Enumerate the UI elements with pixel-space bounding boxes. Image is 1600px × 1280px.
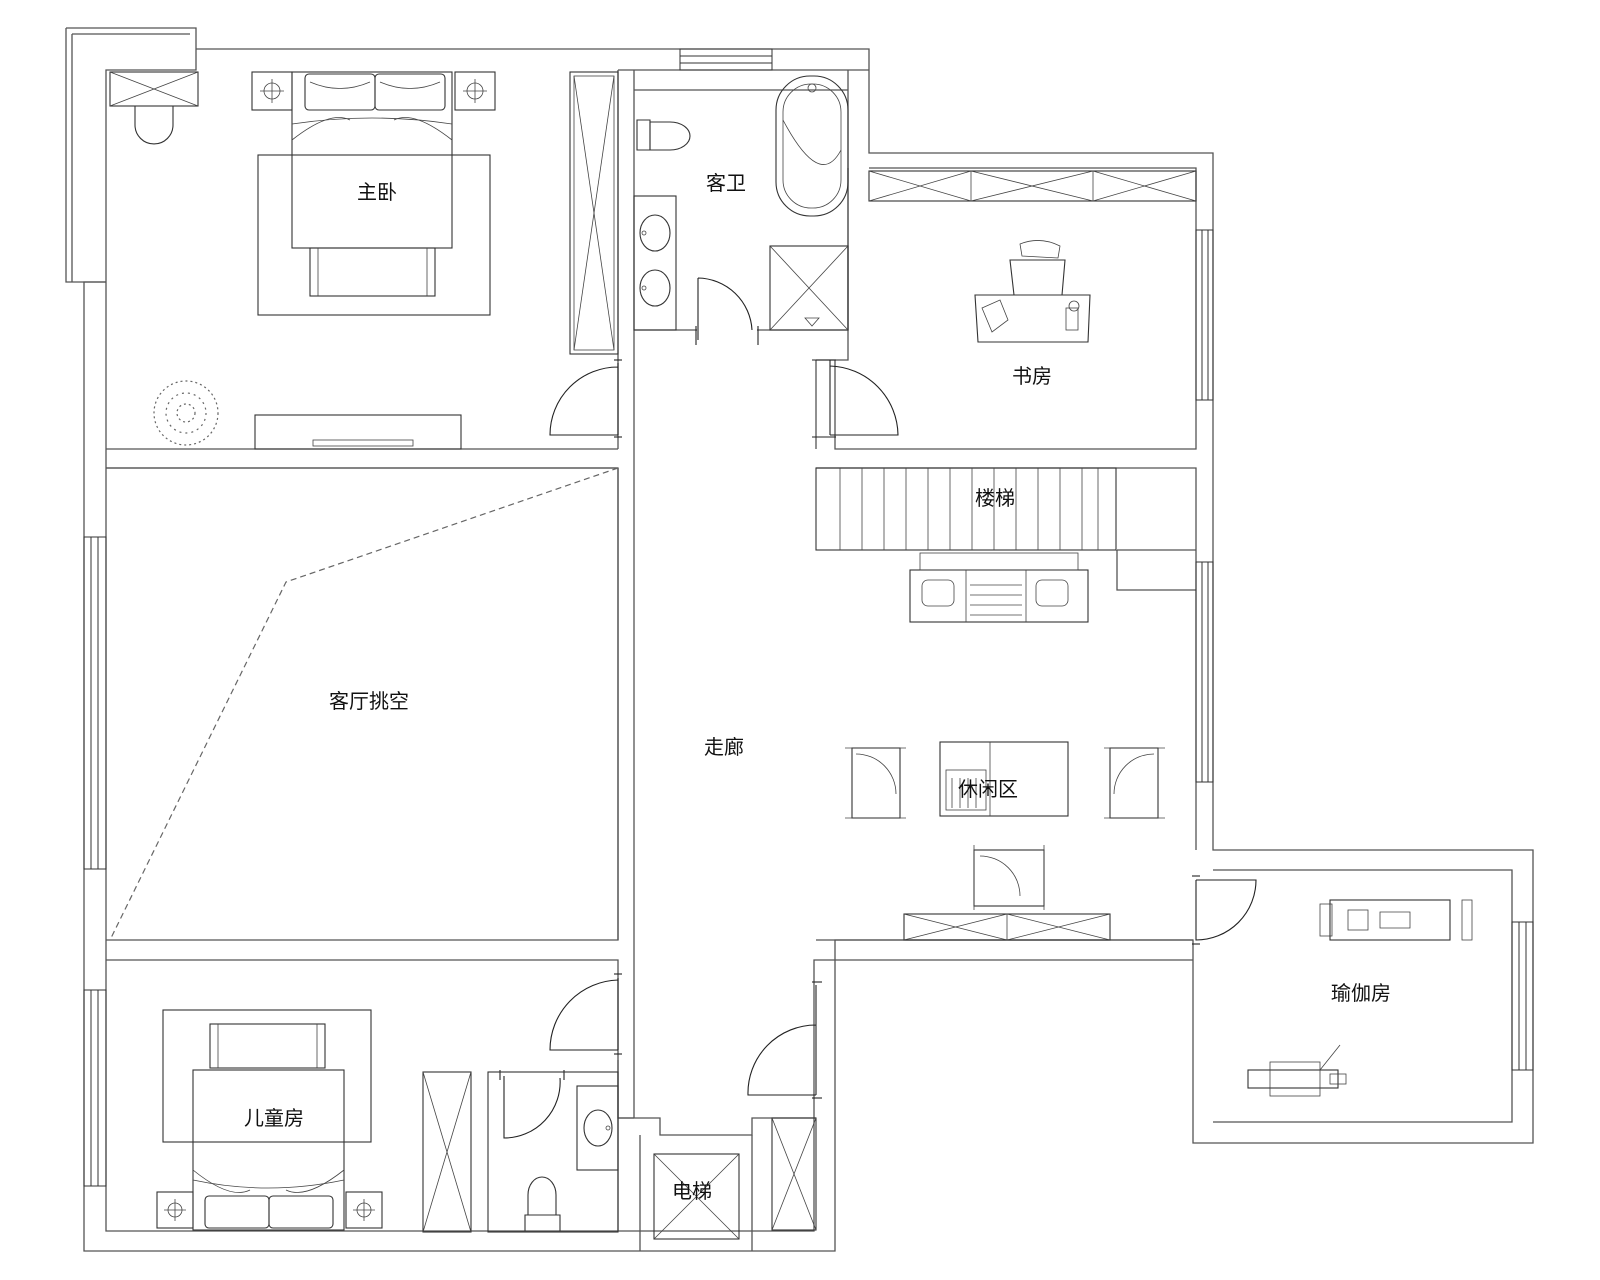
room-label-yoga-room: 瑜伽房 (1331, 981, 1391, 1005)
room-label-stairs: 楼梯 (975, 486, 1015, 510)
room-label-living-void: 客厅挑空 (329, 689, 409, 713)
room-label-lounge: 休闲区 (958, 777, 1018, 801)
kids-bath-fixtures (487, 1071, 619, 1233)
room-label-study: 书房 (1012, 364, 1052, 388)
elevator-shaft (653, 1117, 817, 1240)
outer-walls (65, 27, 1534, 1252)
windows (83, 48, 1534, 1187)
interior-walls (106, 69, 1513, 1251)
room-label-elevator: 电梯 (672, 1179, 712, 1203)
living-void-outline (109, 467, 619, 941)
lounge-furniture (845, 552, 1165, 941)
doors (499, 277, 1257, 1139)
room-label-master-bedroom: 主卧 (357, 180, 397, 204)
room-label-kids-room: 儿童房 (244, 1106, 304, 1130)
room-label-corridor: 走廊 (704, 735, 744, 759)
study-furniture (868, 170, 1197, 343)
yoga-equipment (1247, 899, 1473, 1097)
stairs-steps (815, 467, 1117, 551)
room-label-guest-bathroom: 客卫 (706, 171, 746, 195)
kids-room-furniture (156, 1009, 472, 1233)
bathroom-fixtures (633, 75, 849, 331)
master-bedroom-furniture (109, 71, 619, 450)
